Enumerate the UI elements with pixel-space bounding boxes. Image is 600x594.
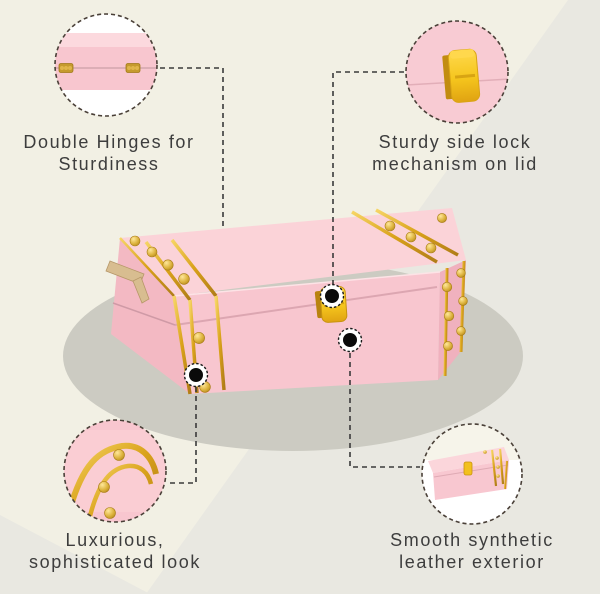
callout-leather-line2: leather exterior (399, 552, 545, 572)
feature-point-luxury (183, 362, 209, 388)
callout-hinges-line1: Double Hinges for (23, 132, 195, 152)
callout-label-lock: Sturdy side lock mechanism on lid (353, 131, 557, 175)
hinge-left (58, 63, 74, 73)
callout-label-hinges: Double Hinges for Sturdiness (8, 131, 210, 175)
feature-point-leather (337, 327, 363, 353)
connector-luxury (168, 387, 197, 484)
luxury-detail-photo (64, 430, 166, 522)
connector-hinges (160, 67, 224, 228)
lid-seam-left (112, 302, 176, 326)
callout-label-luxury: Luxurious, sophisticated look (13, 529, 217, 573)
leather-detail-circle (421, 423, 523, 525)
callout-lock-line1: Sturdy side lock (378, 132, 532, 152)
box-front-face (174, 272, 440, 394)
side-handle (105, 260, 150, 304)
callout-label-leather: Smooth synthetic leather exterior (369, 529, 575, 573)
callout-leather-line1: Smooth synthetic (390, 530, 554, 550)
lid-front-edge (173, 271, 441, 297)
callout-hinges-line2: Sturdiness (58, 154, 160, 174)
callout-lock-line2: mechanism on lid (372, 154, 538, 174)
background-floor-left (0, 515, 150, 594)
hinges-detail-circle (54, 13, 158, 117)
callout-luxury-line1: Luxurious, (65, 530, 165, 550)
feature-point-lock (319, 283, 345, 309)
feature-points (183, 283, 363, 388)
gold-studs (129, 213, 468, 393)
lock-detail-circle (405, 20, 509, 124)
lock-detail-photo (406, 48, 508, 103)
connector-lines (160, 67, 420, 484)
connector-leather (349, 353, 420, 468)
hinge-right (125, 63, 141, 73)
hinges-detail-photo (55, 33, 157, 90)
gold-trim-lid-left-edge (119, 237, 175, 297)
product-box (105, 208, 468, 395)
callout-luxury-line2: sophisticated look (29, 552, 201, 572)
luxury-detail-circle (63, 419, 167, 523)
leather-detail-photo (422, 424, 522, 500)
